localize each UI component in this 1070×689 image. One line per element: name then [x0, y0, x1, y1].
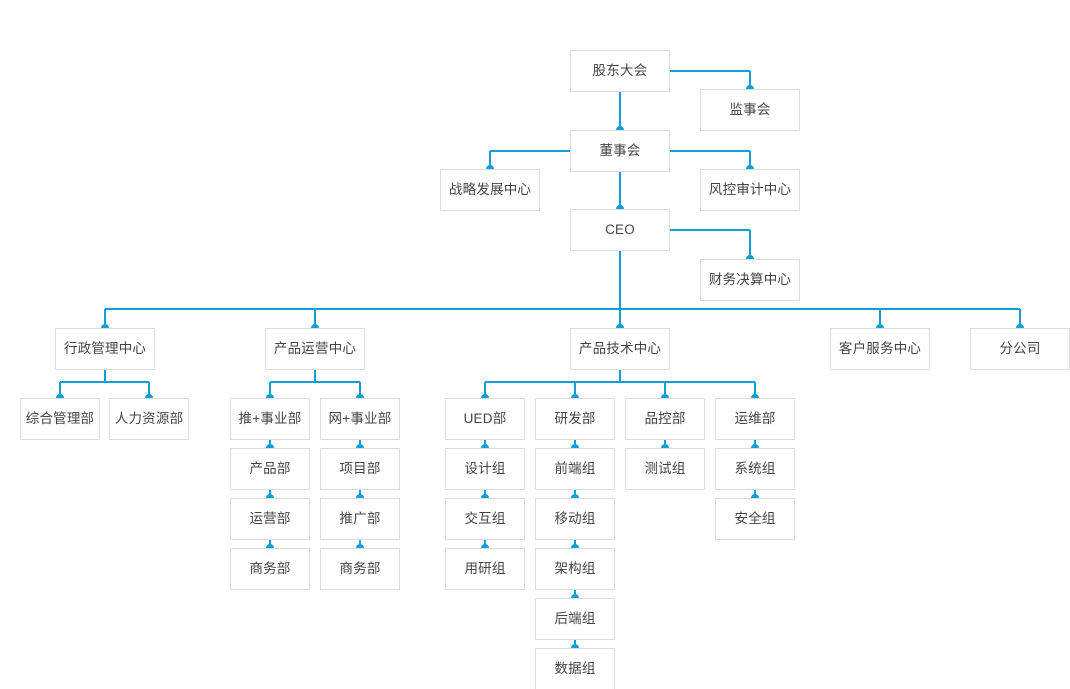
org-node-operation-dept[interactable]: 运营部 — [230, 498, 310, 540]
org-node-wang-bu[interactable]: 网+事业部 — [320, 398, 400, 440]
org-node-research-team[interactable]: 用研组 — [445, 548, 525, 590]
org-node-hr[interactable]: 人力资源部 — [109, 398, 189, 440]
org-node-finance[interactable]: 财务决算中心 — [700, 259, 800, 301]
org-node-label: 交互组 — [464, 510, 506, 526]
org-node-label: CEO — [605, 221, 635, 237]
org-node-frontend-team[interactable]: 前端组 — [535, 448, 615, 490]
org-node-test-team[interactable]: 测试组 — [625, 448, 705, 490]
org-node-general-mgmt[interactable]: 综合管理部 — [20, 398, 100, 440]
org-node-label: 综合管理部 — [25, 410, 95, 426]
org-node-label: 分公司 — [999, 340, 1041, 356]
org-node-business-dept-1[interactable]: 商务部 — [230, 548, 310, 590]
org-node-label: 系统组 — [734, 460, 776, 476]
org-node-label: 运维部 — [734, 410, 776, 426]
org-node-tui-bu[interactable]: 推+事业部 — [230, 398, 310, 440]
org-node-label: 设计组 — [464, 460, 506, 476]
org-node-label: 运营部 — [249, 510, 291, 526]
org-node-prodops[interactable]: 产品运营中心 — [265, 328, 365, 370]
org-node-ops[interactable]: 运维部 — [715, 398, 795, 440]
org-node-label: 推广部 — [339, 510, 381, 526]
org-node-riskaudit[interactable]: 风控审计中心 — [700, 169, 800, 211]
org-node-design-team[interactable]: 设计组 — [445, 448, 525, 490]
org-node-label: 测试组 — [644, 460, 686, 476]
org-node-label: 研发部 — [554, 410, 596, 426]
org-node-label: 股东大会 — [592, 62, 648, 78]
org-node-branch[interactable]: 分公司 — [970, 328, 1070, 370]
org-node-label: 监事会 — [729, 101, 771, 117]
org-node-label: 商务部 — [249, 560, 291, 576]
org-node-label: 财务决算中心 — [708, 271, 792, 287]
org-node-system-team[interactable]: 系统组 — [715, 448, 795, 490]
org-node-interaction-team[interactable]: 交互组 — [445, 498, 525, 540]
org-node-label: 产品技术中心 — [578, 340, 662, 356]
org-node-customer[interactable]: 客户服务中心 — [830, 328, 930, 370]
org-node-label: 移动组 — [554, 510, 596, 526]
org-node-product-dept[interactable]: 产品部 — [230, 448, 310, 490]
org-node-board[interactable]: 董事会 — [570, 130, 670, 172]
org-node-backend-team[interactable]: 后端组 — [535, 598, 615, 640]
org-node-label: 安全组 — [734, 510, 776, 526]
org-node-strategy[interactable]: 战略发展中心 — [440, 169, 540, 211]
org-node-architect-team[interactable]: 架构组 — [535, 548, 615, 590]
org-node-label: 战略发展中心 — [448, 181, 532, 197]
org-node-label: 客户服务中心 — [838, 340, 922, 356]
org-node-label: 架构组 — [554, 560, 596, 576]
org-node-label: 推+事业部 — [238, 410, 302, 426]
org-node-label: 后端组 — [554, 610, 596, 626]
org-node-promotion-dept[interactable]: 推广部 — [320, 498, 400, 540]
org-node-label: 人力资源部 — [114, 410, 184, 426]
org-node-data-team[interactable]: 数据组 — [535, 648, 615, 689]
org-node-label: 商务部 — [339, 560, 381, 576]
org-node-label: 项目部 — [339, 460, 381, 476]
org-node-qa[interactable]: 品控部 — [625, 398, 705, 440]
org-node-label: UED部 — [463, 410, 507, 426]
org-node-business-dept-2[interactable]: 商务部 — [320, 548, 400, 590]
org-node-shareholders[interactable]: 股东大会 — [570, 50, 670, 92]
org-node-label: 网+事业部 — [328, 410, 392, 426]
org-node-rnd[interactable]: 研发部 — [535, 398, 615, 440]
org-node-label: 品控部 — [644, 410, 686, 426]
org-node-security-team[interactable]: 安全组 — [715, 498, 795, 540]
org-node-ceo[interactable]: CEO — [570, 209, 670, 251]
org-node-prodtech[interactable]: 产品技术中心 — [570, 328, 670, 370]
org-node-mobile-team[interactable]: 移动组 — [535, 498, 615, 540]
org-node-label: 产品部 — [249, 460, 291, 476]
org-node-label: 行政管理中心 — [63, 340, 147, 356]
org-node-ued[interactable]: UED部 — [445, 398, 525, 440]
org-node-label: 用研组 — [464, 560, 506, 576]
org-node-label: 前端组 — [554, 460, 596, 476]
org-node-label: 董事会 — [599, 142, 641, 158]
org-node-label: 数据组 — [554, 660, 596, 676]
org-node-label: 产品运营中心 — [273, 340, 357, 356]
org-node-label: 风控审计中心 — [708, 181, 792, 197]
org-node-supervisors[interactable]: 监事会 — [700, 89, 800, 131]
org-node-admin[interactable]: 行政管理中心 — [55, 328, 155, 370]
org-node-project-dept[interactable]: 项目部 — [320, 448, 400, 490]
